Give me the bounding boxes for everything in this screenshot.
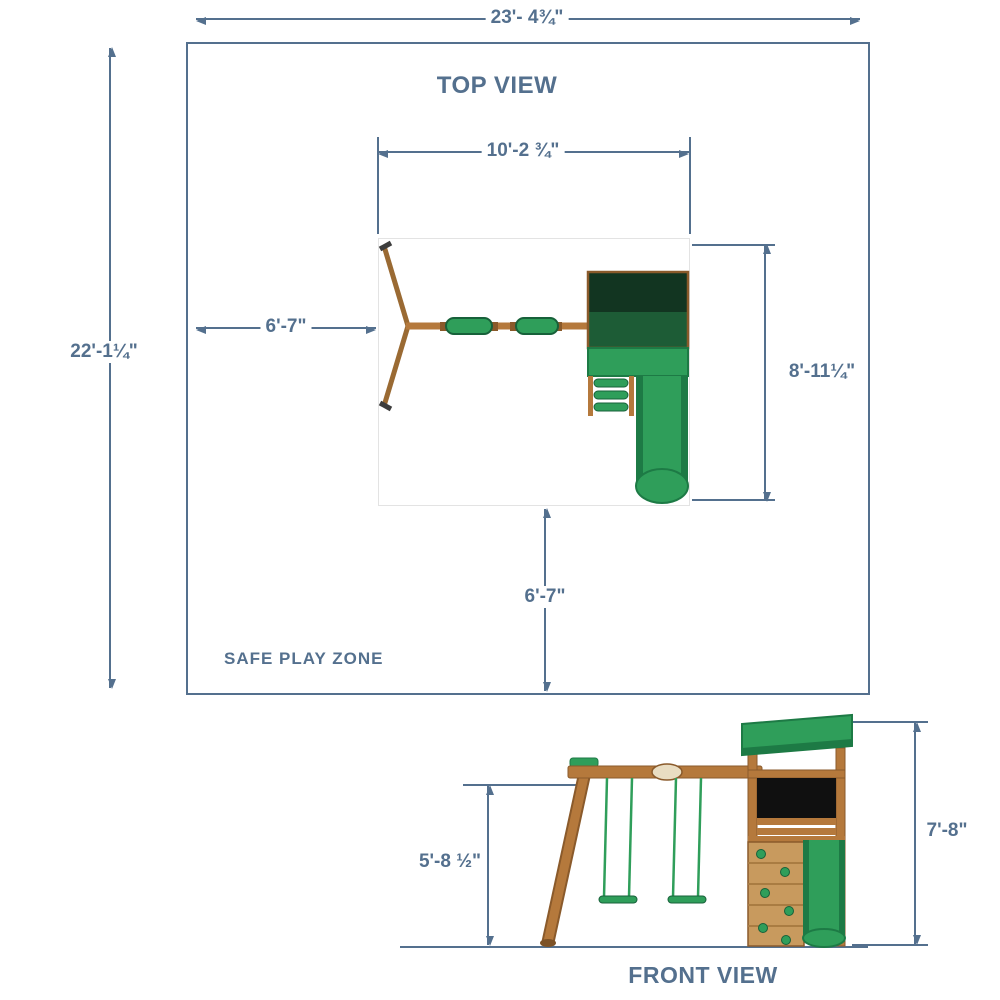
- slide-top: [635, 376, 689, 504]
- rock-climbing-wall: [747, 841, 805, 947]
- dim-label-playset-width: 10'-2 ¾": [481, 140, 565, 162]
- swing: [598, 777, 638, 904]
- extension-line: [692, 244, 775, 246]
- fort-window: [757, 778, 836, 818]
- fort-canopy: [586, 270, 690, 350]
- dim-arrow-overall-depth: [108, 47, 116, 689]
- a-frame-end: [378, 240, 411, 412]
- front-view-title: FRONT VIEW: [628, 962, 778, 988]
- dim-label-overall-depth: 22'-1¼": [65, 341, 143, 363]
- dim-arrow-playset-depth: [763, 244, 771, 502]
- ground-line: [400, 946, 868, 948]
- canopy-underside: [742, 739, 852, 755]
- extension-line: [692, 499, 775, 501]
- swing-beam: [567, 757, 763, 781]
- extension-line: [852, 721, 928, 723]
- extension-line: [852, 944, 928, 946]
- top-view-drawing: [378, 238, 690, 506]
- slide-front: [802, 840, 846, 948]
- swing-seat: [440, 317, 498, 335]
- dim-label-overall-width: 23'- 4¾": [485, 7, 569, 29]
- dim-label-playset-depth: 8'-11¼": [783, 361, 861, 383]
- step-ladder: [588, 376, 634, 416]
- dim-arrow-overall-height: [913, 722, 921, 945]
- fort-deck: [587, 347, 689, 377]
- top-view-title: TOP VIEW: [436, 72, 558, 99]
- dim-arrow-beam-height: [486, 785, 494, 946]
- dim-label-overall-height: 7'-8": [921, 820, 973, 842]
- front-view-drawing: [540, 713, 853, 948]
- a-frame-leg: [540, 770, 592, 947]
- dim-label-side-clearance: 6'-7": [260, 316, 312, 338]
- safe-play-zone-label: SAFE PLAY ZONE: [224, 649, 384, 668]
- brand-badge: [651, 763, 683, 781]
- extension-line: [377, 137, 379, 234]
- dim-label-front-clearance: 6'-7": [519, 586, 571, 608]
- extension-line: [689, 137, 691, 234]
- swing-seat: [510, 317, 562, 335]
- extension-line: [463, 784, 583, 786]
- dim-label-beam-height: 5'-8 ½": [413, 851, 487, 873]
- fort-tower: [741, 713, 853, 948]
- swing: [667, 777, 707, 904]
